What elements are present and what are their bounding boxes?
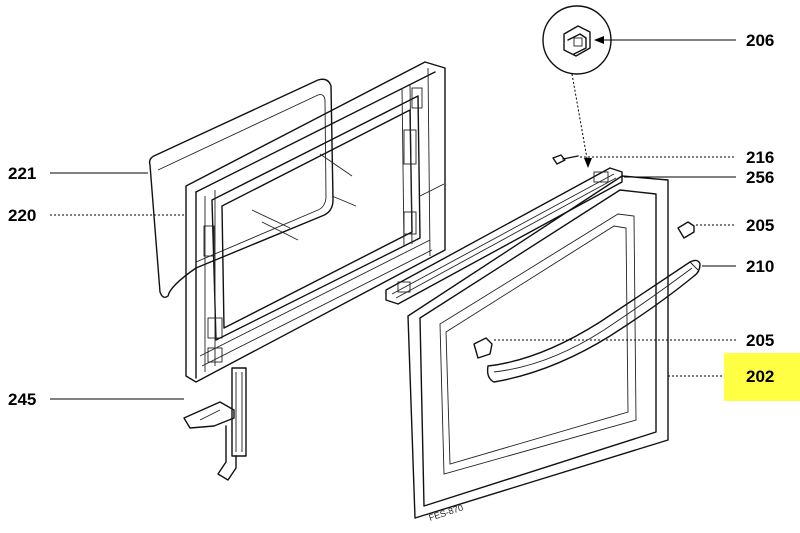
part-205-end-cap-right[interactable] [677,221,695,239]
part-202-highlight [724,353,800,401]
drawing-code: FES-870 [428,502,465,522]
label-216: 216 [746,148,774,167]
leader-lines [50,36,736,400]
part-256-top-trim[interactable] [385,167,623,305]
label-245: 245 [8,390,36,409]
label-206: 206 [746,31,774,50]
part-205-end-cap-left[interactable] [473,337,493,359]
label-205-lower: 205 [746,331,774,350]
label-221: 221 [8,164,36,183]
part-221-gasket[interactable] [148,78,334,299]
label-210: 210 [746,257,774,276]
label-256: 256 [746,168,774,187]
part-202-outer-glass-panel[interactable] [407,175,669,519]
label-205-top: 205 [746,216,774,235]
part-220-inner-frame[interactable] [185,61,446,383]
part-216-screw[interactable] [552,154,579,165]
label-202: 202 [746,367,774,386]
part-210-handle[interactable] [486,259,701,383]
part-245-hinge[interactable] [183,367,247,481]
label-220: 220 [8,206,36,225]
